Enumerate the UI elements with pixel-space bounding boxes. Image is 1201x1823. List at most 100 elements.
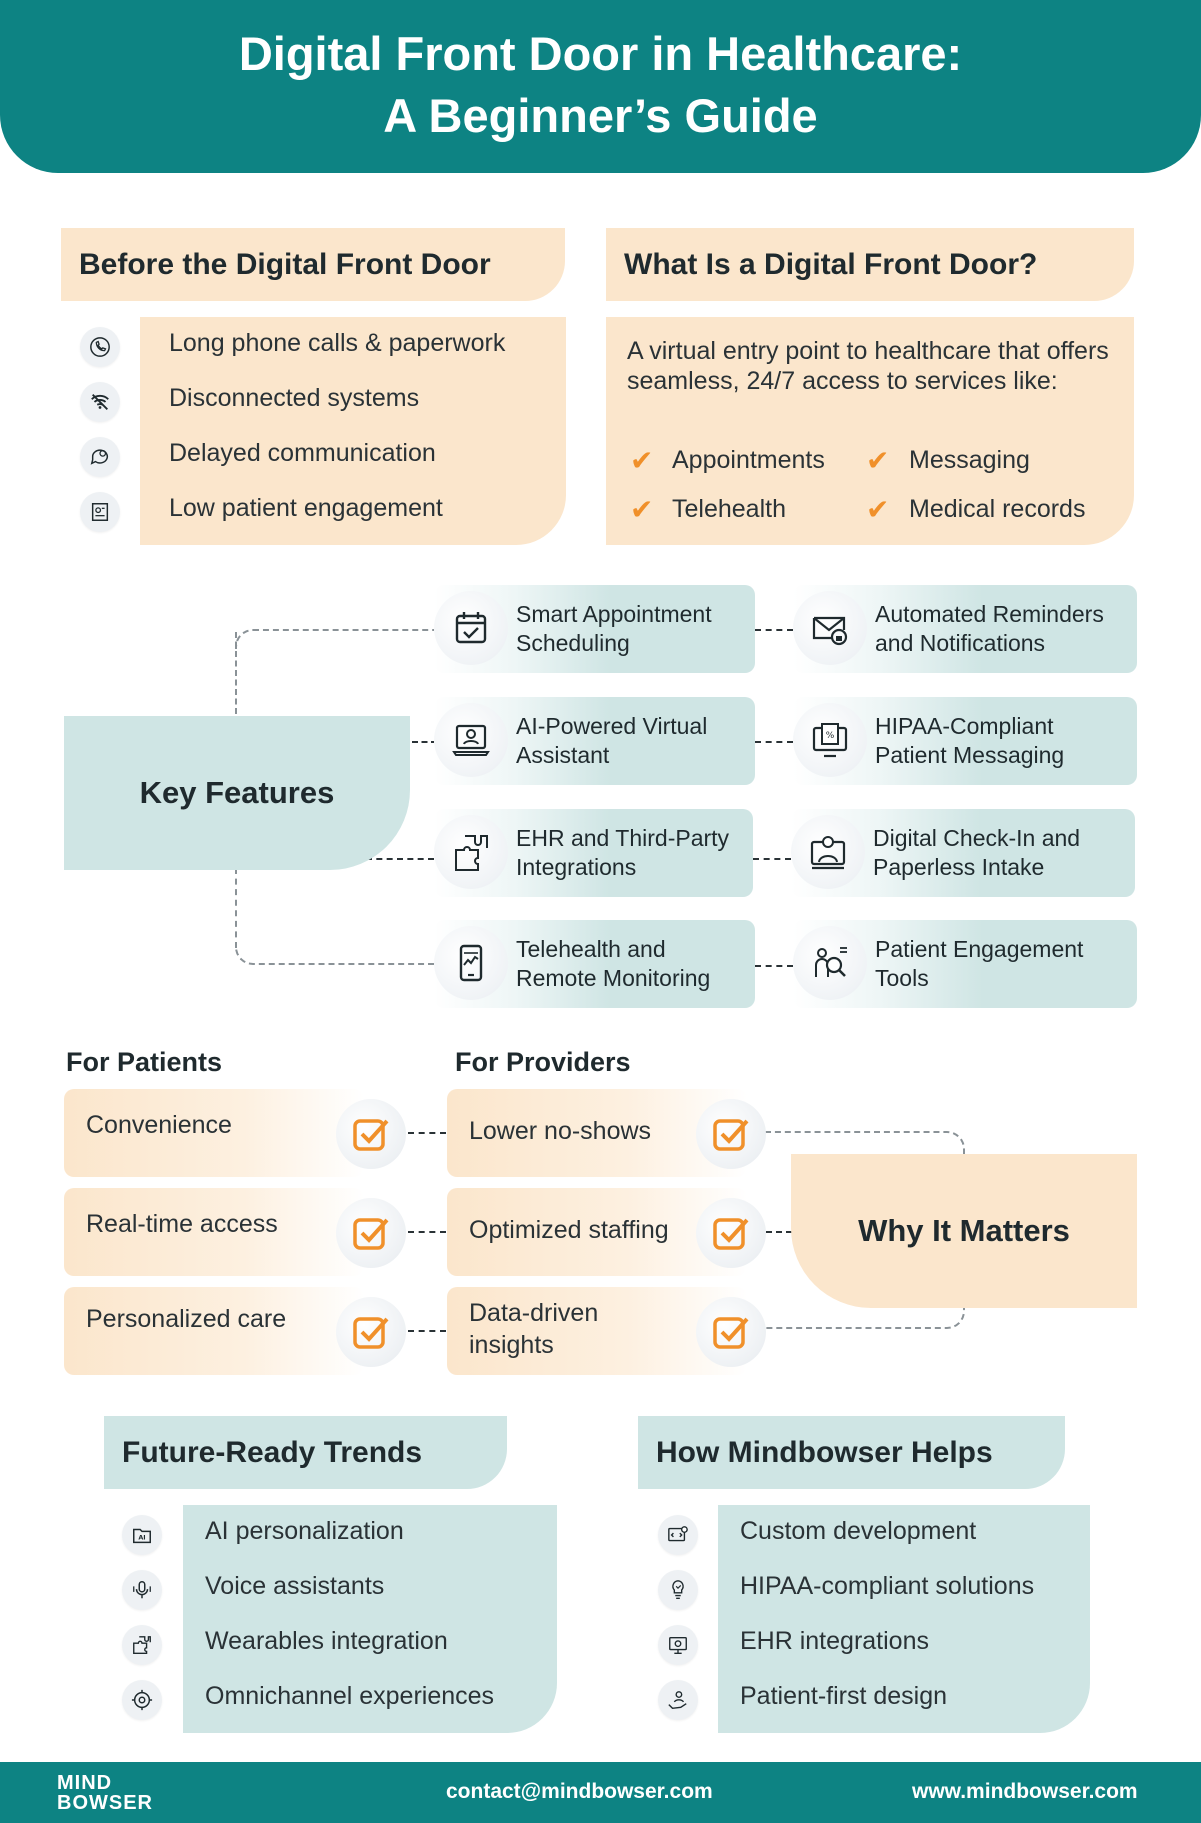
checkbox-checked-icon bbox=[336, 1099, 406, 1169]
before-item-4: Low patient engagement bbox=[169, 494, 443, 522]
connector-line bbox=[366, 858, 434, 860]
microphone-icon bbox=[122, 1570, 162, 1610]
for-providers-title: For Providers bbox=[455, 1047, 631, 1077]
chat-bubble-icon bbox=[80, 437, 120, 477]
helps-item-1: Custom development bbox=[740, 1517, 977, 1545]
caring-hand-icon bbox=[658, 1680, 698, 1720]
helps-title-text: How Mindbowser Helps bbox=[656, 1435, 993, 1469]
helps-section-title: How Mindbowser Helps bbox=[638, 1416, 1065, 1489]
service-telehealth: Telehealth bbox=[672, 495, 786, 523]
checkbox-checked-icon bbox=[336, 1297, 406, 1367]
contact-email-link[interactable]: contact@mindbowser.com bbox=[446, 1780, 713, 1803]
checkbox-checked-icon bbox=[336, 1198, 406, 1268]
connector-line bbox=[408, 1231, 446, 1233]
before-title-text: Before the Digital Front Door bbox=[79, 247, 491, 281]
connector-line bbox=[235, 945, 435, 965]
provider-benefit-label: Optimized staffing bbox=[469, 1216, 669, 1244]
before-item-1: Long phone calls & paperwork bbox=[169, 329, 506, 357]
helps-item-4: Patient-first design bbox=[740, 1682, 948, 1710]
connector-line bbox=[753, 858, 791, 860]
trends-title-text: Future-Ready Trends bbox=[122, 1435, 423, 1469]
patient-benefit-card: Personalized care bbox=[64, 1287, 364, 1375]
trend-item-3: Wearables integration bbox=[205, 1627, 448, 1655]
phone-icon bbox=[80, 327, 120, 367]
what-is-section-title: What Is a Digital Front Door? bbox=[606, 228, 1134, 301]
check-icon: ✔ bbox=[630, 494, 654, 525]
connector-line bbox=[755, 629, 793, 631]
service-appointments: Appointments bbox=[672, 446, 825, 474]
patient-benefit-label: Personalized care bbox=[86, 1305, 287, 1333]
patient-benefit-card: Real-time access bbox=[64, 1188, 364, 1276]
calendar-check-icon bbox=[434, 591, 508, 665]
provider-benefit-label: Data-driven insights bbox=[469, 1299, 599, 1359]
page-title-line1: Digital Front Door in Healthcare: bbox=[238, 27, 963, 80]
connector-line bbox=[408, 1132, 446, 1134]
connector-line bbox=[765, 1305, 965, 1329]
check-icon: ✔ bbox=[866, 494, 890, 525]
mobile-monitor-icon bbox=[434, 926, 508, 1000]
secure-message-icon: % bbox=[793, 703, 867, 777]
patient-card-icon bbox=[80, 492, 120, 532]
envelope-lock-icon bbox=[793, 591, 867, 665]
helps-items-box bbox=[718, 1505, 1090, 1733]
shield-lightbulb-icon bbox=[658, 1570, 698, 1610]
svg-text:%: % bbox=[826, 731, 835, 741]
trend-item-4: Omnichannel experiences bbox=[205, 1682, 495, 1710]
engagement-search-icon bbox=[793, 926, 867, 1000]
checkbox-checked-icon bbox=[696, 1198, 766, 1268]
no-wifi-icon bbox=[80, 382, 120, 422]
provider-benefit-label: Lower no-shows bbox=[469, 1117, 652, 1145]
trend-item-2: Voice assistants bbox=[205, 1572, 385, 1600]
mindbowser-logo: MIND BOWSER bbox=[57, 1772, 153, 1814]
ai-folder-icon: AI bbox=[122, 1515, 162, 1555]
page-title-line2: A Beginner’s Guide bbox=[383, 89, 818, 142]
what-is-title-text: What Is a Digital Front Door? bbox=[624, 247, 1038, 281]
connector-line bbox=[412, 741, 437, 743]
before-items-box bbox=[140, 317, 566, 545]
footer: MIND BOWSER contact@mindbowser.com www.m… bbox=[0, 1762, 1201, 1823]
check-icon: ✔ bbox=[630, 445, 654, 476]
key-features-block: Key Features bbox=[64, 716, 410, 870]
check-icon: ✔ bbox=[866, 445, 890, 476]
what-is-box bbox=[606, 317, 1134, 545]
trends-items-box bbox=[183, 1505, 557, 1733]
header-banner: Digital Front Door in Healthcare: A Begi… bbox=[0, 0, 1201, 173]
virtual-assistant-icon bbox=[434, 703, 508, 777]
omnichannel-icon bbox=[122, 1680, 162, 1720]
connector-line bbox=[235, 868, 237, 948]
before-item-3: Delayed communication bbox=[169, 439, 436, 467]
connector-line bbox=[755, 965, 793, 967]
trends-section-title: Future-Ready Trends bbox=[104, 1416, 507, 1489]
checkbox-checked-icon bbox=[696, 1099, 766, 1169]
connector-line bbox=[235, 629, 435, 649]
website-link[interactable]: www.mindbowser.com bbox=[912, 1780, 1138, 1803]
service-medical-records: Medical records bbox=[909, 495, 1086, 523]
code-gear-icon bbox=[658, 1515, 698, 1555]
before-item-2: Disconnected systems bbox=[169, 384, 420, 412]
connector-line bbox=[235, 632, 237, 714]
settings-screen-icon bbox=[658, 1625, 698, 1665]
trend-item-1: AI personalization bbox=[205, 1517, 404, 1545]
helps-item-3: EHR integrations bbox=[740, 1627, 929, 1655]
wearable-puzzle-icon bbox=[122, 1625, 162, 1665]
patient-benefit-label: Convenience bbox=[86, 1111, 232, 1139]
why-it-matters-block: Why It Matters bbox=[791, 1154, 1137, 1308]
patient-benefit-label: Real-time access bbox=[86, 1210, 278, 1238]
connector-line bbox=[408, 1330, 446, 1332]
connector-line bbox=[765, 1131, 965, 1155]
connector-line bbox=[755, 741, 793, 743]
